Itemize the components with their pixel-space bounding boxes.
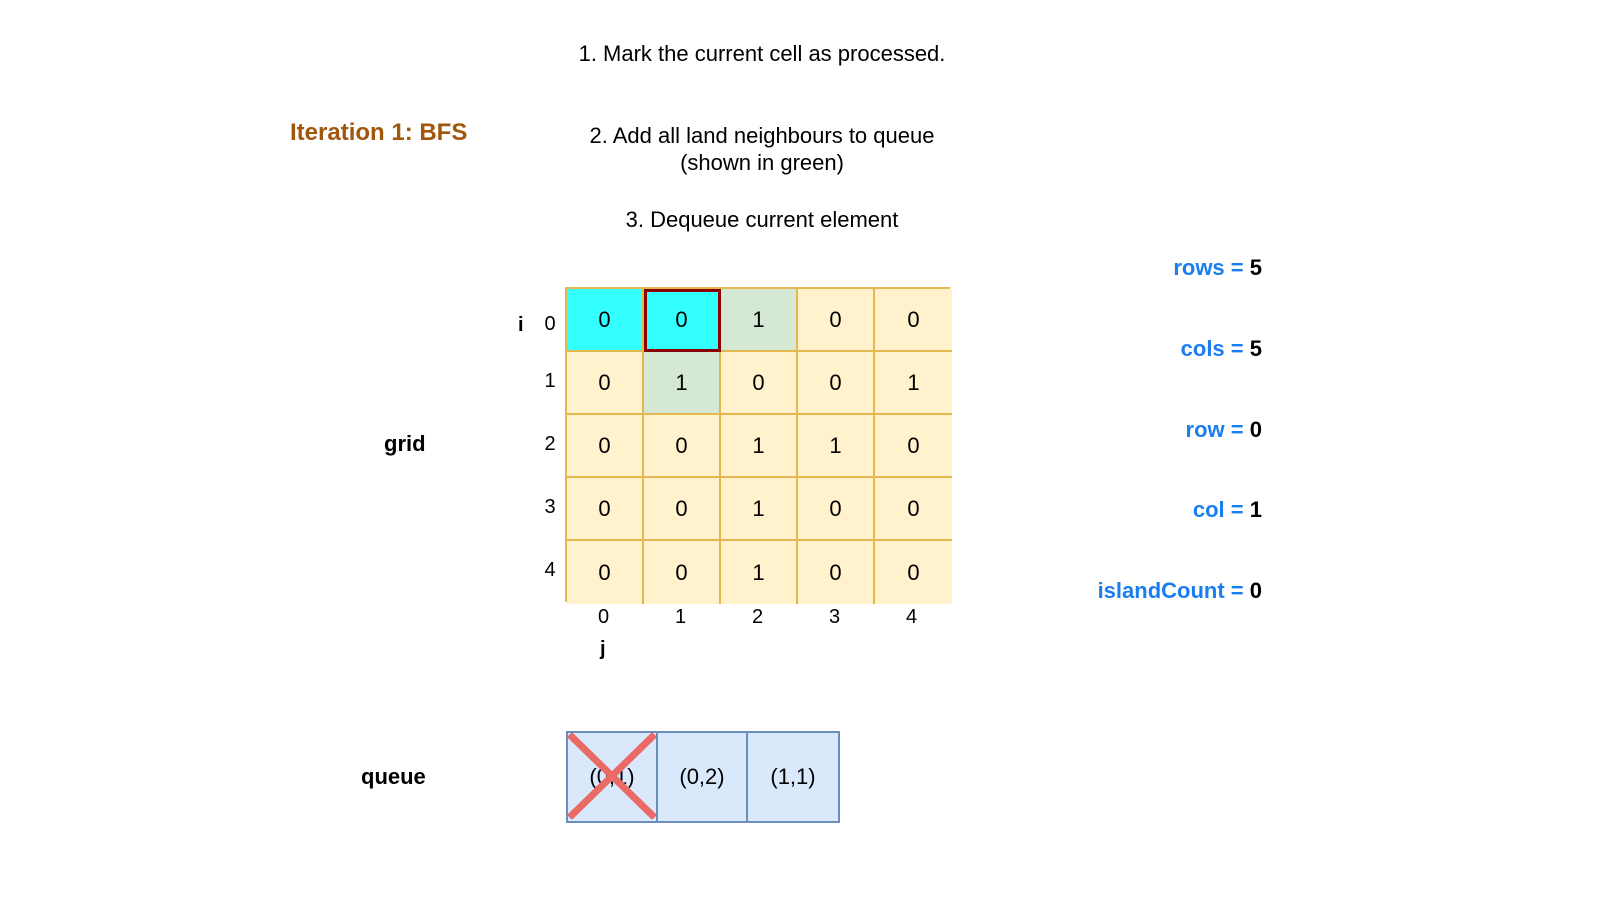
variable-value: 0 [1249, 578, 1262, 603]
grid-cell-2-3: 1 [798, 415, 875, 478]
grid-cell-4-0: 0 [567, 541, 644, 604]
grid-cell-0-1: 0 [644, 289, 721, 352]
variable-equals: = [1224, 578, 1250, 603]
grid-cell-3-3: 0 [798, 478, 875, 541]
queue-item-0: (0,1) [568, 733, 658, 821]
variable-col: col = 1 [1193, 497, 1262, 523]
variable-cols: cols = 5 [1181, 336, 1262, 362]
variable-name: col [1192, 497, 1225, 522]
variable-islandCount: islandCount = 0 [1098, 578, 1262, 604]
row-index-3: 3 [544, 496, 556, 518]
variable-value: 0 [1249, 417, 1262, 442]
queue-item-label: (1,1) [770, 764, 816, 789]
grid-cell-1-1: 1 [644, 352, 721, 415]
grid-cell-0-3: 0 [798, 289, 875, 352]
grid-cell-1-2: 0 [721, 352, 798, 415]
queue-item-1: (0,2) [658, 733, 748, 821]
grid-cell-3-4: 0 [875, 478, 952, 541]
grid-cell-3-1: 0 [644, 478, 721, 541]
variable-name: rows [1173, 255, 1225, 280]
queue-label: queue [361, 764, 426, 789]
queue-item-label: (0,2) [679, 764, 725, 789]
variable-value: 5 [1249, 255, 1262, 280]
queue-item-2: (1,1) [748, 733, 838, 821]
grid-cell-4-3: 0 [798, 541, 875, 604]
variable-equals: = [1224, 336, 1250, 361]
variable-row: row = 0 [1186, 417, 1262, 443]
col-index-4: 4 [905, 606, 918, 628]
row-index-0: 0 [544, 313, 556, 335]
grid-cell-1-4: 1 [875, 352, 952, 415]
grid-cell-4-1: 0 [644, 541, 721, 604]
step-3-text: 3. Dequeue current element [625, 207, 899, 232]
row-index-1: 1 [544, 370, 556, 392]
row-index-2: 2 [544, 433, 556, 455]
grid-cell-0-2: 1 [721, 289, 798, 352]
grid-cell-2-4: 0 [875, 415, 952, 478]
grid-cell-4-2: 1 [721, 541, 798, 604]
grid-cell-3-0: 0 [567, 478, 644, 541]
col-index-0: 0 [597, 606, 610, 628]
grid-cell-1-3: 0 [798, 352, 875, 415]
queue-item-label: (0,1) [589, 764, 635, 789]
col-axis-label: j [600, 638, 606, 660]
grid-cell-2-2: 1 [721, 415, 798, 478]
row-axis-label: i [518, 314, 524, 336]
step-1-text: 1. Mark the current cell as processed. [578, 41, 946, 66]
variable-name: row [1185, 417, 1225, 442]
variable-name: cols [1180, 336, 1225, 361]
variable-equals: = [1224, 497, 1250, 522]
col-index-3: 3 [828, 606, 841, 628]
variable-value: 5 [1249, 336, 1262, 361]
col-index-1: 1 [674, 606, 687, 628]
grid-cell-0-0: 0 [567, 289, 644, 352]
iteration-title: Iteration 1: BFS [290, 119, 468, 146]
grid-label: grid [384, 431, 426, 456]
grid-cell-2-1: 0 [644, 415, 721, 478]
grid-cell-0-4: 0 [875, 289, 952, 352]
col-index-2: 2 [751, 606, 764, 628]
grid-cell-2-0: 0 [567, 415, 644, 478]
queue-boxes: (0,1) (0,2) (1,1) [566, 731, 840, 823]
step-2-text: 2. Add all land neighbours to queue (sho… [589, 123, 935, 175]
variable-rows: rows = 5 [1173, 255, 1262, 281]
grid-cell-4-4: 0 [875, 541, 952, 604]
variable-name: islandCount [1097, 578, 1225, 603]
grid-cell-1-0: 0 [567, 352, 644, 415]
variable-equals: = [1224, 417, 1250, 442]
grid-cell-3-2: 1 [721, 478, 798, 541]
variable-value: 1 [1249, 497, 1262, 522]
variable-equals: = [1224, 255, 1250, 280]
row-index-4: 4 [544, 559, 556, 581]
